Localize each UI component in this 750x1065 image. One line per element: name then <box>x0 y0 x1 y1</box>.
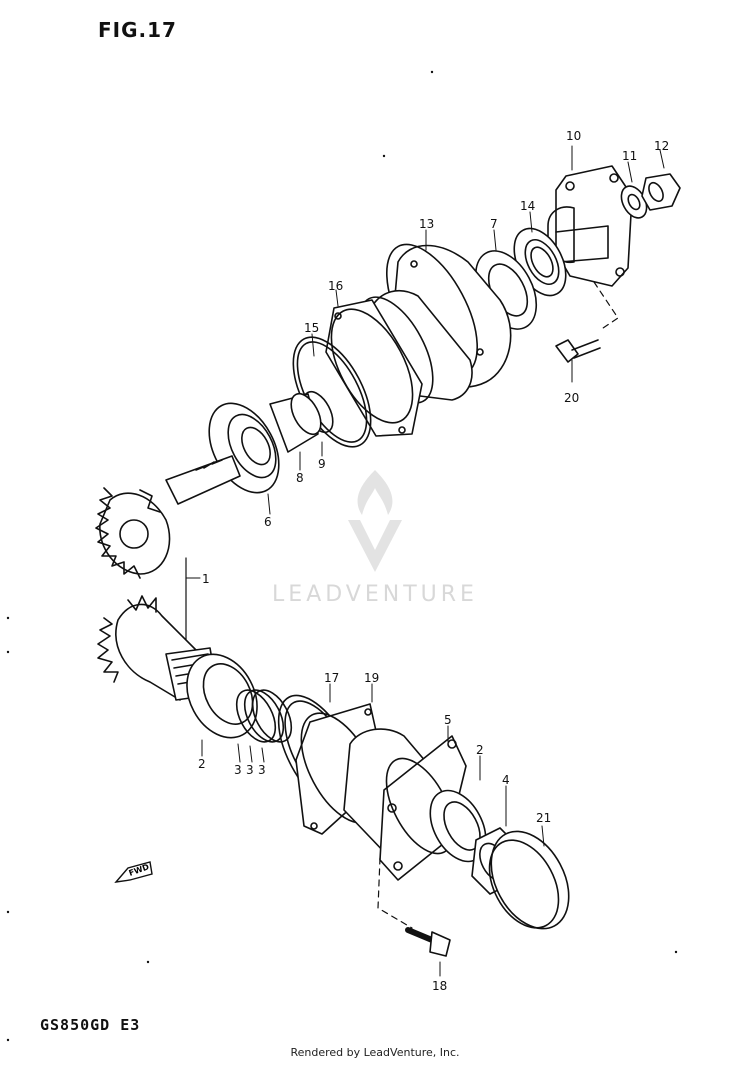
callout-10: 10 <box>566 129 581 143</box>
callout-15: 15 <box>304 321 319 335</box>
callout-13: 13 <box>419 217 434 231</box>
leader-lines <box>185 145 665 977</box>
v-logo-icon <box>348 520 402 572</box>
assembly-guide-lines <box>377 281 619 929</box>
callout-1: 1 <box>202 572 210 586</box>
model-code: GS850GD E3 <box>40 1016 141 1034</box>
callout-20: 20 <box>564 391 579 405</box>
callout-8: 8 <box>296 471 304 485</box>
part-21-cap <box>488 830 570 930</box>
callout-labels: 10 11 12 13 14 7 16 15 20 8 9 6 1 2 3 3 … <box>198 129 669 993</box>
part-13-main-housing <box>358 243 512 404</box>
part-11-washer <box>620 185 648 219</box>
callout-12: 12 <box>654 139 669 153</box>
callout-7: 7 <box>490 217 498 231</box>
callout-16: 16 <box>328 279 343 293</box>
callout-21: 21 <box>536 811 551 825</box>
callout-3-b: 3 <box>246 763 254 777</box>
part-5-housing <box>343 728 467 881</box>
scan-specks <box>6 70 678 1042</box>
part-10-flange-housing <box>547 165 633 287</box>
callout-6: 6 <box>264 515 272 529</box>
part-1-bevel-gear-upper <box>95 455 241 579</box>
footer-credit: Rendered by LeadVenture, Inc. <box>290 1046 460 1059</box>
callout-5: 5 <box>444 713 452 727</box>
leadventure-watermark: LEADVENTURE <box>272 470 478 607</box>
callout-9: 9 <box>318 457 326 471</box>
callout-18: 18 <box>432 979 447 993</box>
callout-14: 14 <box>520 199 535 213</box>
part-16-gasket <box>325 299 423 437</box>
callout-3-a: 3 <box>234 763 242 777</box>
part-18-bolt <box>405 927 451 957</box>
callout-2-left: 2 <box>198 757 206 771</box>
watermark-text: LEADVENTURE <box>272 582 478 607</box>
part-8-collar <box>269 392 322 453</box>
callout-3-c: 3 <box>258 763 266 777</box>
part-12-nut <box>641 173 681 211</box>
callout-11: 11 <box>622 149 637 163</box>
figure-title: FIG.17 <box>98 18 177 42</box>
callout-19: 19 <box>364 671 379 685</box>
callout-2-right: 2 <box>476 743 484 757</box>
callout-17: 17 <box>324 671 339 685</box>
forward-arrow-icon: FWD <box>114 861 153 883</box>
flame-logo-icon <box>357 470 393 515</box>
callout-4: 4 <box>502 773 510 787</box>
part-3-shims <box>235 689 293 743</box>
part-20-bolt <box>555 339 601 363</box>
